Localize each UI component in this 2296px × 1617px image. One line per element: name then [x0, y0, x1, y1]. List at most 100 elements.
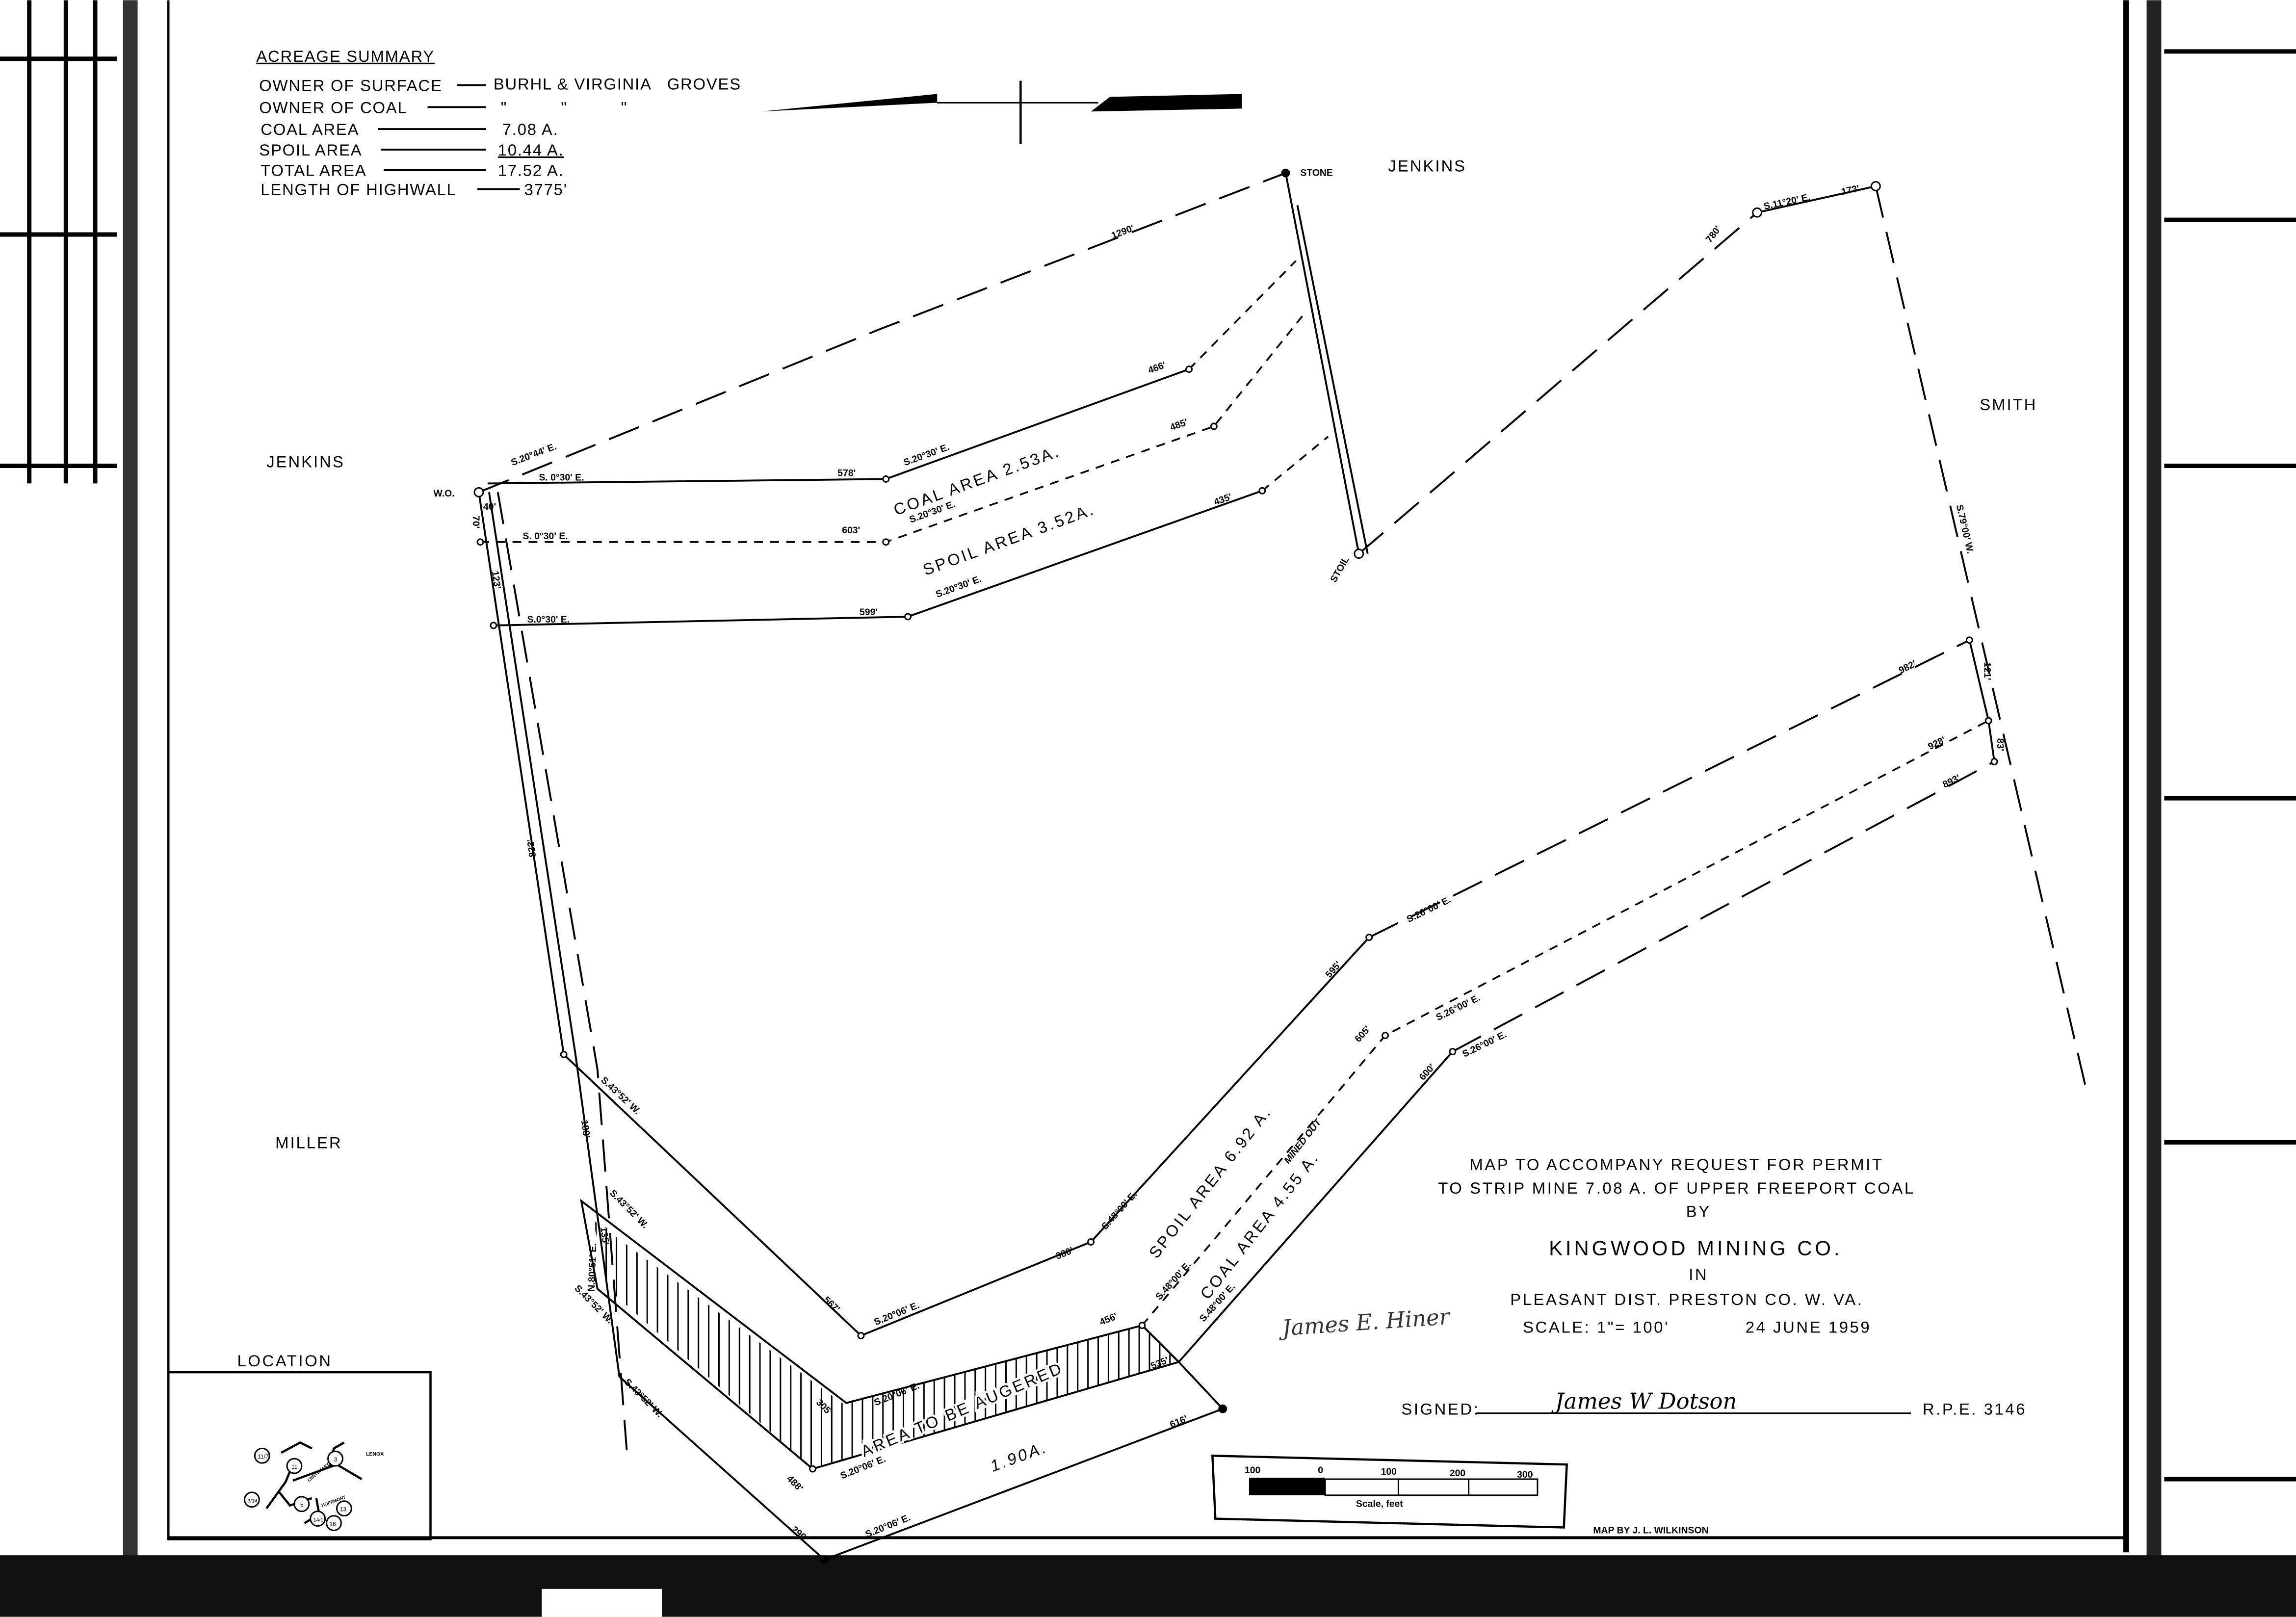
- distance-label: 380': [1054, 1245, 1075, 1262]
- wo-label: W.O.: [433, 488, 454, 499]
- distance-label: 780': [1704, 224, 1723, 245]
- route-marker: 3: [334, 1456, 338, 1463]
- route-marker: 11/7: [258, 1453, 269, 1460]
- bearing-label: S.20°44' E.: [510, 441, 558, 468]
- adjoining-owner-jenkins-north: JENKINS: [1388, 157, 1466, 175]
- bearing-label: S. 0°30' E.: [539, 472, 584, 483]
- scale-tick: 200: [1450, 1468, 1465, 1479]
- distance-label: 123': [490, 570, 503, 590]
- distance-label: 567': [821, 1294, 842, 1314]
- bearing-label: S.20°30' E.: [934, 574, 983, 600]
- scale-caption: Scale, feet: [1356, 1499, 1403, 1510]
- adjoining-owner-smith: SMITH: [1980, 395, 2037, 414]
- title-by: BY: [1686, 1202, 1711, 1221]
- distance-label: 488': [784, 1473, 805, 1494]
- location-heading: LOCATION: [237, 1352, 333, 1370]
- engineer-signature: James W Dotson: [1551, 1388, 1737, 1414]
- route-marker: 11: [291, 1463, 298, 1470]
- place-label: CENTENARY: [307, 1461, 331, 1483]
- distance-label: 70': [470, 516, 481, 528]
- distance-label: 485': [1169, 417, 1189, 433]
- distance-label: 833': [525, 838, 538, 858]
- distance-label: 605': [1353, 1024, 1373, 1044]
- distance-label: 578': [837, 468, 856, 478]
- distance-label: 600': [1417, 1062, 1437, 1082]
- company-name: KINGWOOD MINING CO.: [1549, 1236, 1842, 1259]
- bearing-label: S.43°52' W.: [599, 1075, 642, 1117]
- distance-label: 290': [789, 1524, 810, 1544]
- distance-label: 599': [860, 607, 878, 618]
- acreage-summary: ACREAGE SUMMARY OWNER OF SURFACE BURHL &…: [256, 47, 741, 199]
- scale-tick: 0: [1318, 1465, 1323, 1476]
- distance-label: 893': [1941, 773, 1962, 790]
- place-label: LENOX: [366, 1452, 384, 1457]
- route-marker: 13: [339, 1506, 346, 1513]
- witness-signature: James E. Hiner: [1278, 1304, 1452, 1341]
- north-arrow-icon: [761, 80, 1242, 144]
- route-marker: 5: [300, 1502, 304, 1509]
- bearing-label: S.26°00' E.: [1405, 894, 1453, 925]
- distance-label: 188': [579, 1119, 592, 1139]
- owner-coal-value: " " ": [501, 98, 628, 116]
- bearing-label: S.11°20' E.: [1763, 192, 1811, 212]
- owner-coal-label: OWNER OF COAL: [259, 98, 407, 116]
- title-line-2: TO STRIP MINE 7.08 A. OF UPPER FREEPORT …: [1438, 1179, 1915, 1197]
- distance-label: 603': [842, 525, 860, 536]
- spoil-area-value: 10.44 A.: [498, 141, 564, 159]
- distance-label: 616': [1168, 1413, 1189, 1430]
- title-block: MAP TO ACCOMPANY REQUEST FOR PERMIT TO S…: [1278, 1155, 2027, 1536]
- highwall-value: 3775': [524, 180, 568, 198]
- scale-tick: 100: [1381, 1466, 1397, 1477]
- rpe-number: R.P.E. 3146: [1923, 1400, 2027, 1418]
- bearing-label: S.43°52' W.: [622, 1377, 665, 1420]
- scale-tick: 100: [1245, 1465, 1260, 1476]
- spoil-area-label: SPOIL AREA: [259, 141, 362, 159]
- stoil-label: STOIL: [1328, 555, 1352, 584]
- title-line-1: MAP TO ACCOMPANY REQUEST FOR PERMIT: [1469, 1155, 1883, 1174]
- augered-acreage-label: 1.90A.: [988, 1437, 1050, 1475]
- owner-surface-value: BURHL & VIRGINIA GROVES: [494, 75, 741, 93]
- bearing-label: S.0°30' E.: [527, 614, 570, 625]
- bearing-label: S.48°00' E.: [1153, 1259, 1194, 1302]
- bearing-label: S.43°52' W.: [607, 1188, 651, 1231]
- scale-tick: 300: [1517, 1469, 1533, 1480]
- adjoining-owner-miller: MILLER: [275, 1133, 342, 1151]
- owner-surface-label: OWNER OF SURFACE: [259, 76, 442, 94]
- total-area-label: TOTAL AREA: [261, 161, 366, 180]
- adjoining-owner-jenkins-west: JENKINS: [266, 453, 345, 471]
- stone-label: STONE: [1300, 168, 1333, 179]
- title-location: PLEASANT DIST. PRESTON CO. W. VA.: [1510, 1290, 1863, 1308]
- route-marker: 14/1: [313, 1518, 324, 1523]
- distance-label: 40': [483, 501, 496, 512]
- total-area-value: 17.52 A.: [498, 161, 564, 180]
- location-inset: LOCATION 11/7 11 3 3/14 5 14/1 16 13 LEN…: [167, 1352, 432, 1540]
- distance-label: 595': [1323, 959, 1343, 980]
- bearing-label: N.80°51' E.: [586, 1243, 599, 1292]
- map-by-credit: MAP BY J. L. WILKINSON: [1593, 1525, 1708, 1536]
- route-marker: 3/14: [247, 1499, 258, 1504]
- title-scale: SCALE: 1"= 100': [1523, 1318, 1670, 1336]
- bearing-label: S.48°00' E.: [1099, 1189, 1140, 1232]
- title-in: IN: [1689, 1265, 1708, 1283]
- south-tract-boundaries: [560, 636, 1998, 1565]
- distance-label: 1290': [1110, 223, 1135, 241]
- acreage-summary-heading: ACREAGE SUMMARY: [256, 47, 435, 65]
- distance-label: 173': [1840, 183, 1860, 197]
- distance-label: 83': [1995, 738, 2006, 751]
- title-date: 24 JUNE 1959: [1746, 1318, 1872, 1336]
- north-tract-boundaries: [473, 168, 2088, 1450]
- coal-area-value: 7.08 A.: [502, 120, 559, 138]
- distance-label: 982': [1897, 658, 1918, 676]
- bearing-label: S.26°00' E.: [1435, 992, 1482, 1023]
- distance-label: 928': [1926, 734, 1947, 752]
- distance-label: 121': [1982, 662, 1992, 680]
- distance-label: 456': [1098, 1311, 1119, 1328]
- bearing-label: S.79°00' W.: [1954, 503, 1976, 554]
- highwall-label: LENGTH OF HIGHWALL: [261, 180, 456, 198]
- coal-area-label: COAL AREA: [261, 120, 359, 138]
- distance-label: 466': [1147, 360, 1167, 376]
- signed-label: SIGNED:: [1401, 1400, 1480, 1418]
- scale-bar: 100 0 100 200 300 Scale, feet: [1211, 1454, 1568, 1529]
